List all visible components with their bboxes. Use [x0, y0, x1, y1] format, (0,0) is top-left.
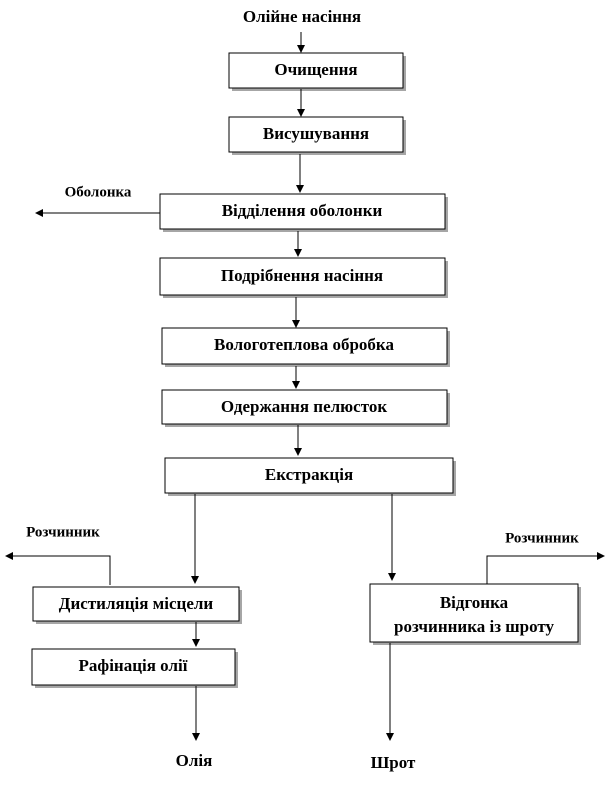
svg-text:Подрібнення насіння: Подрібнення насіння: [221, 266, 383, 285]
input-label: Олійне насіння: [243, 7, 361, 26]
output-meal: Шрот: [371, 753, 416, 772]
step-dehulling: Відділення оболонки: [159, 193, 448, 232]
husk-label: Оболонка: [65, 184, 132, 200]
arrow-solvent-left: [5, 552, 111, 585]
step-meal-desolventizing: Відгонка розчинника із шроту: [369, 583, 581, 645]
connectors: [5, 32, 605, 741]
output-oil: Олія: [176, 751, 213, 770]
arrow-solvent-right: [486, 552, 605, 585]
step-grinding: Подрібнення насіння: [159, 257, 448, 298]
svg-text:розчинника із шроту: розчинника із шроту: [394, 617, 555, 636]
step-cleaning: Очищення: [228, 52, 406, 91]
solvent-right-label: Розчинник: [505, 530, 579, 546]
svg-text:Висушування: Висушування: [263, 124, 369, 143]
svg-text:Рафінація олії: Рафінація олії: [79, 656, 188, 675]
svg-text:Очищення: Очищення: [274, 60, 357, 79]
svg-text:Екстракція: Екстракція: [265, 465, 353, 484]
step-conditioning: Вологотеплова обробка: [161, 327, 450, 367]
svg-text:Відділення оболонки: Відділення оболонки: [222, 201, 383, 220]
step-oil-refining: Рафінація олії: [31, 648, 238, 688]
step-flaking: Одержання пелюсток: [161, 389, 450, 427]
step-miscella-distillation: Дистиляція місцели: [32, 586, 242, 624]
svg-text:Одержання пелюсток: Одержання пелюсток: [221, 397, 388, 416]
step-drying: Висушування: [228, 116, 406, 155]
solvent-left-label: Розчинник: [26, 524, 100, 540]
svg-text:Відгонка: Відгонка: [440, 593, 509, 612]
step-extraction: Екстракція: [164, 457, 456, 496]
svg-text:Вологотеплова обробка: Вологотеплова обробка: [214, 335, 394, 354]
svg-text:Дистиляція місцели: Дистиляція місцели: [59, 594, 214, 613]
